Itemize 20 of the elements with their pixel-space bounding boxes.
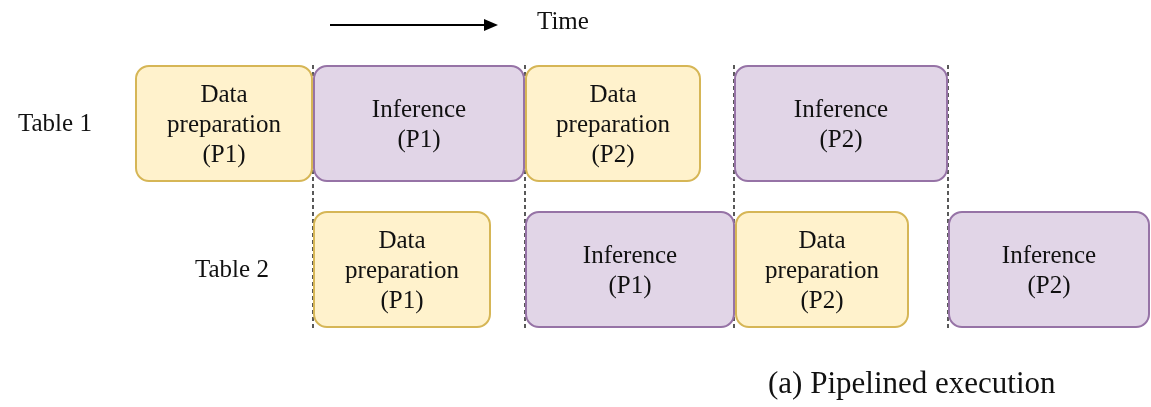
axis-label: Time	[537, 6, 589, 36]
box-label: Inference (P2)	[792, 93, 890, 154]
inference-box	[734, 65, 948, 182]
box-label: Data preparation (P2)	[555, 78, 671, 169]
inference-box	[525, 211, 735, 328]
data-preparation-box	[525, 65, 701, 182]
row-label: Table 2	[195, 254, 269, 284]
box-label: Inference (P1)	[581, 239, 679, 300]
data-preparation-box	[313, 211, 491, 328]
data-preparation-box	[735, 211, 909, 328]
box-label: Data preparation (P1)	[166, 78, 282, 169]
box-label: Data preparation (P2)	[764, 224, 880, 315]
row-label: Table 1	[18, 108, 92, 138]
caption: (a) Pipelined execution	[768, 364, 1056, 402]
data-preparation-box	[135, 65, 313, 182]
box-label: Inference (P2)	[1000, 239, 1098, 300]
box-label: Data preparation (P1)	[344, 224, 460, 315]
inference-box	[948, 211, 1150, 328]
inference-box	[313, 65, 525, 182]
box-label: Inference (P1)	[370, 93, 468, 154]
